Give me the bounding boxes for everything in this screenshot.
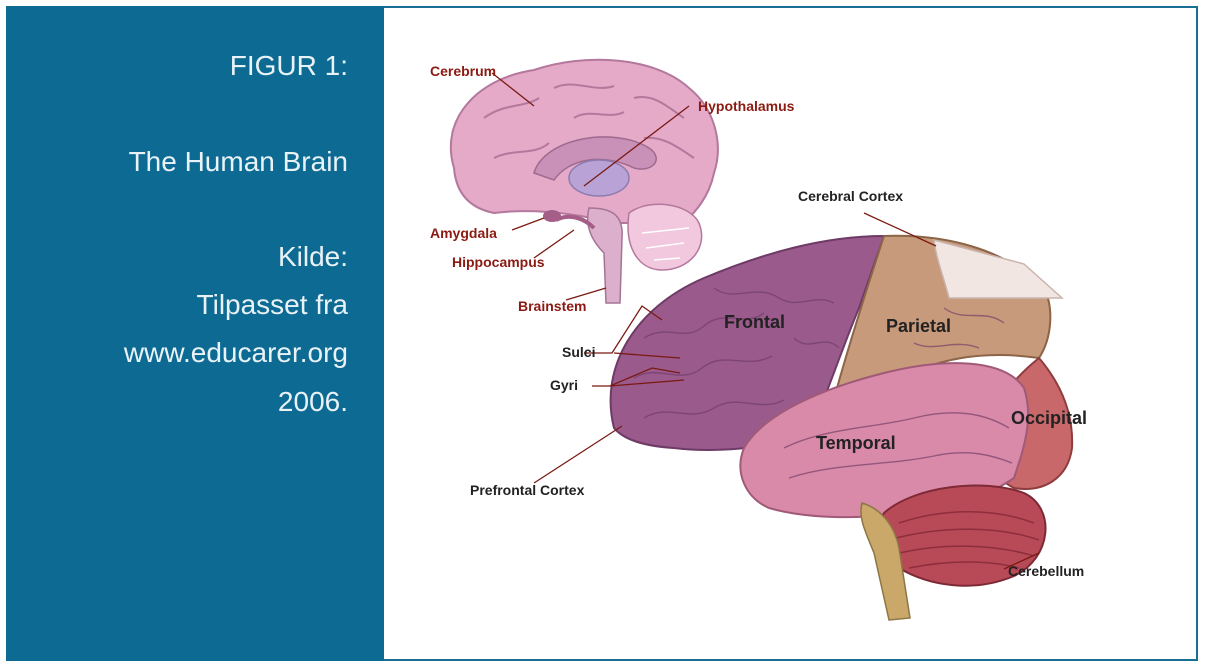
label-cerebellum: Cerebellum [1008,563,1084,579]
source-year: 2006. [278,386,348,418]
figure-label: FIGUR 1: [230,50,348,82]
label-hippocampus: Hippocampus [452,254,545,270]
label-prefrontal-cortex: Prefrontal Cortex [470,482,585,498]
label-cerebrum: Cerebrum [430,63,496,79]
brain-diagram: Cerebrum Hypothalamus Amygdala Hippocamp… [384,8,1196,659]
label-frontal: Frontal [724,312,785,332]
caption-sidebar: FIGUR 1: The Human Brain Kilde: Tilpasse… [6,6,384,661]
source-line-2: www.educarer.org [124,337,348,369]
lateral-brain [611,236,1073,620]
brain-diagram-svg: Cerebrum Hypothalamus Amygdala Hippocamp… [384,8,1196,659]
cerebellum-sagittal-shape [628,204,702,270]
label-parietal: Parietal [886,316,951,336]
label-temporal: Temporal [816,433,896,453]
thalamus-shape [569,160,629,196]
figure-title: The Human Brain [129,146,348,178]
label-sulci: Sulci [562,344,595,360]
label-brainstem: Brainstem [518,298,586,314]
label-amygdala: Amygdala [430,225,497,241]
cortex-cutaway [934,240,1062,298]
label-gyri: Gyri [550,377,578,393]
source-line-1: Tilpasset fra [197,289,348,321]
label-cerebral-cortex: Cerebral Cortex [798,188,903,204]
source-label: Kilde: [278,241,348,273]
label-hypothalamus: Hypothalamus [698,98,795,114]
label-occipital: Occipital [1011,408,1087,428]
